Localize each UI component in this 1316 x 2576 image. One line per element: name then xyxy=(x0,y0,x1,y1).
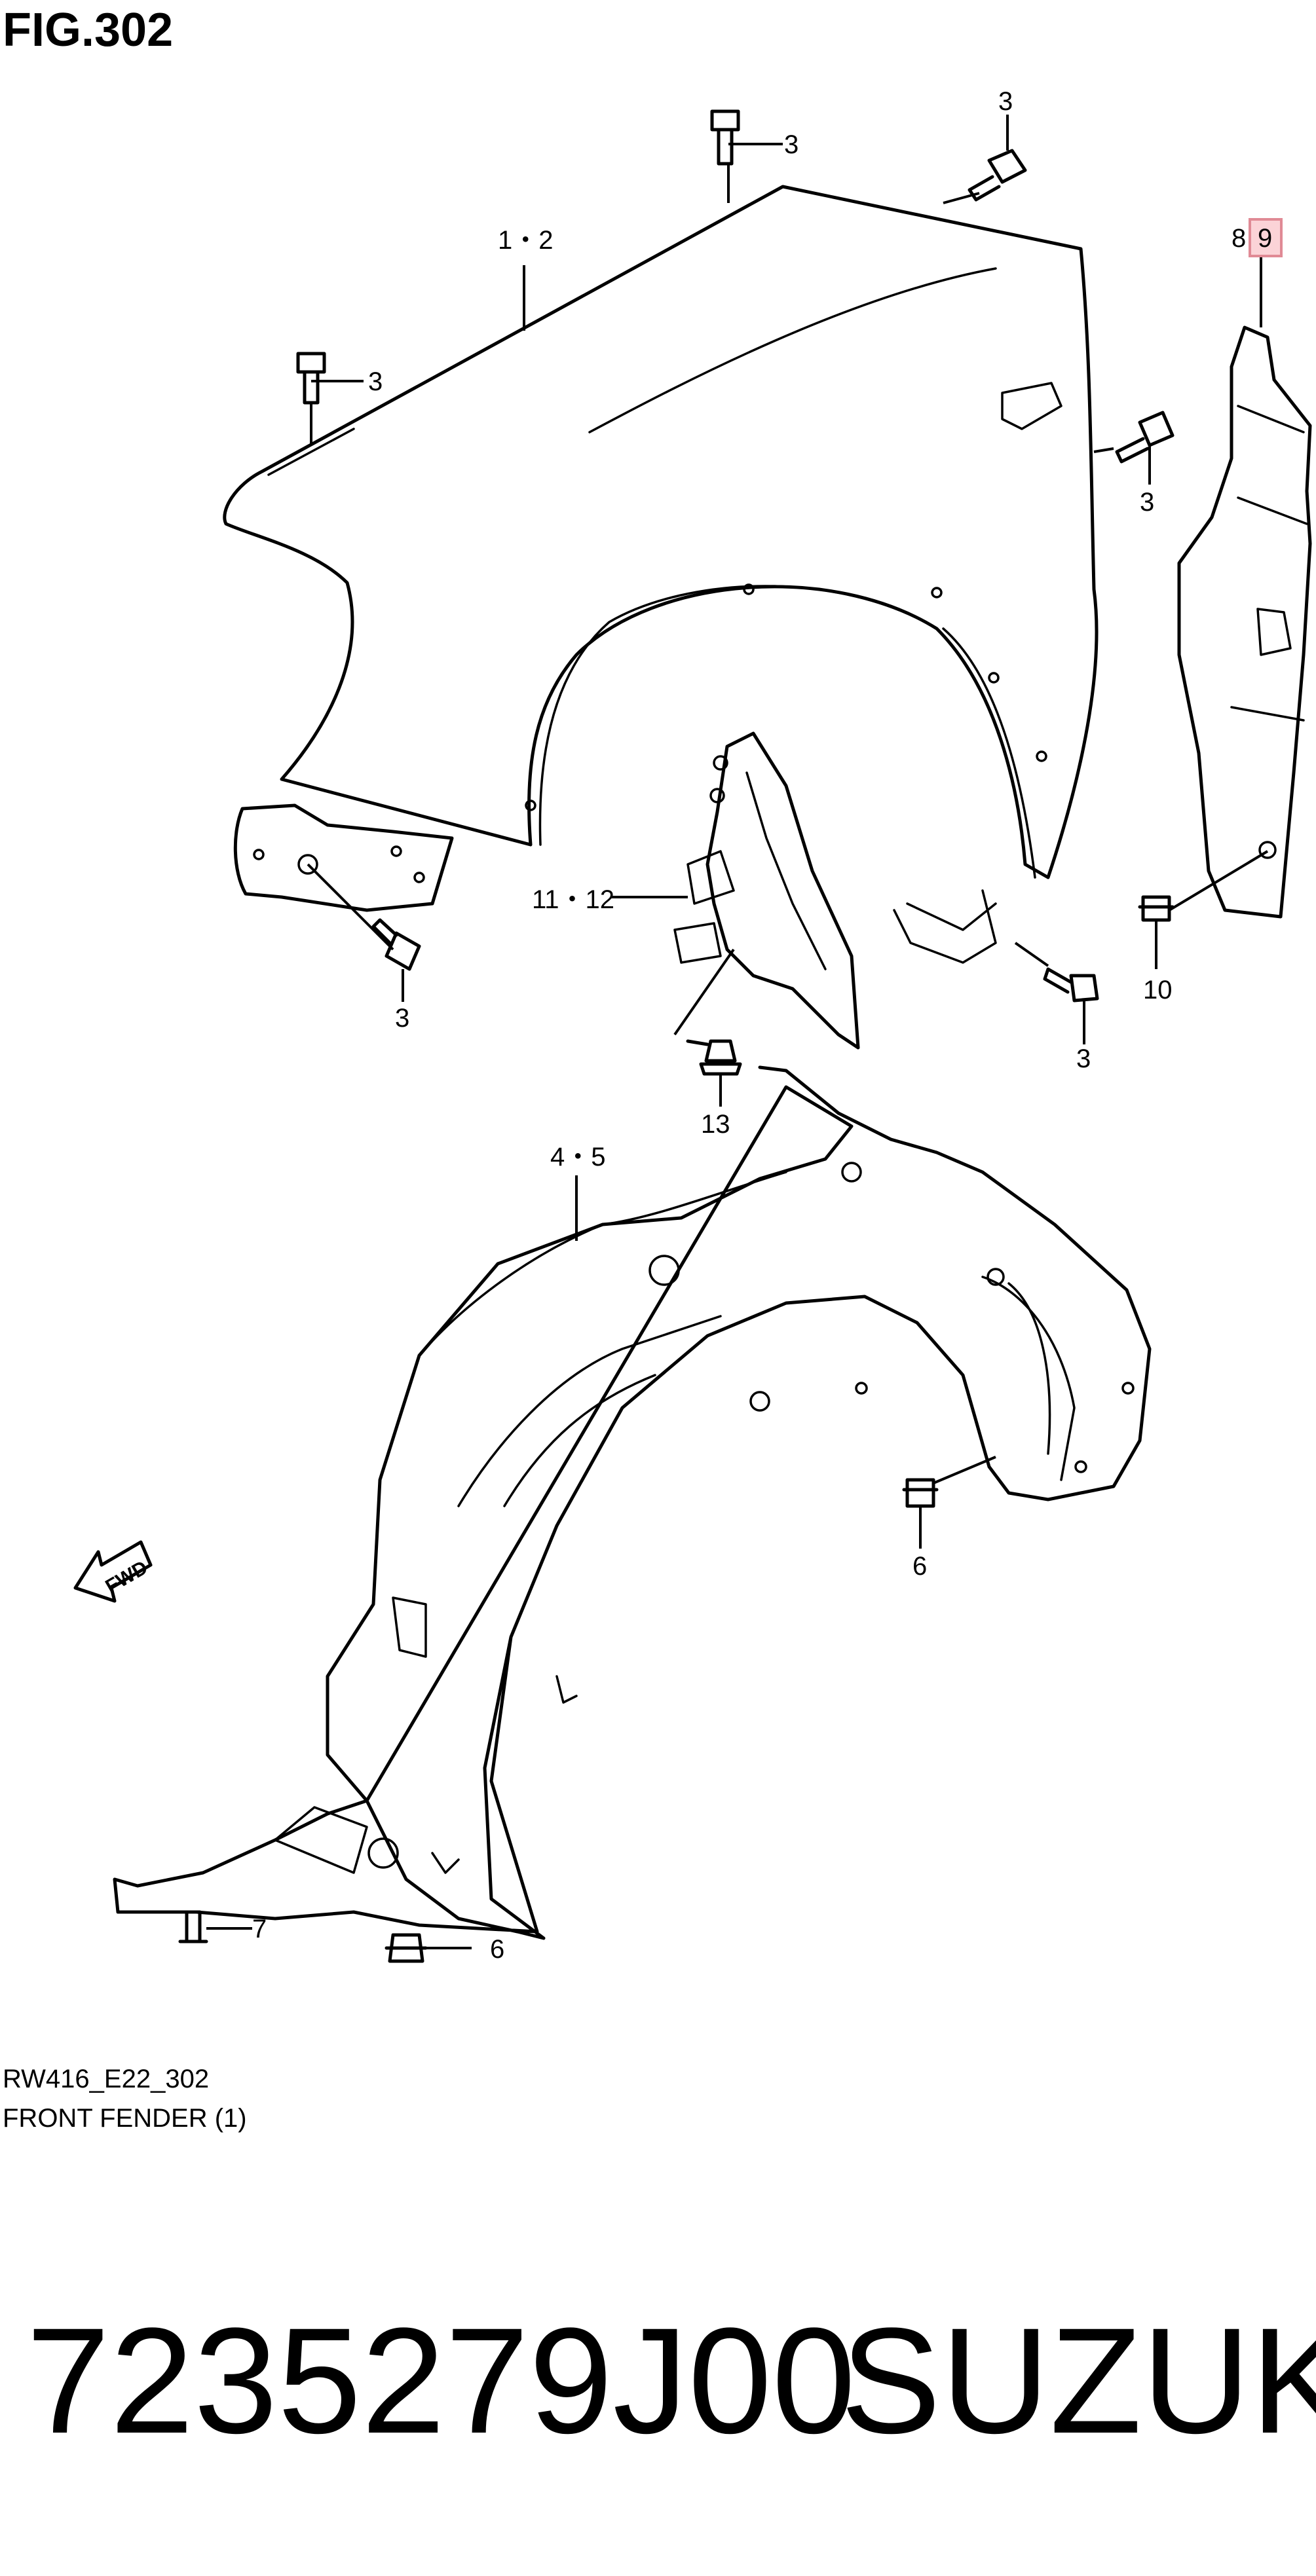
screw-icon xyxy=(178,1910,208,1943)
front-fender-liner xyxy=(113,1065,1152,1940)
callout-bolt-right: 3 xyxy=(1140,488,1154,517)
callout-bolt-lower-right: 3 xyxy=(1076,1044,1091,1073)
callout-liner: 4・5 xyxy=(550,1143,606,1171)
bolt-icon xyxy=(296,352,326,405)
figure-title: FIG.302 xyxy=(3,4,173,56)
callout-seal-9-highlight xyxy=(1249,218,1283,257)
bolt-icon xyxy=(371,918,421,971)
screw-icon xyxy=(385,1933,428,1963)
callout-screw-6-lower: 6 xyxy=(490,1935,504,1964)
fender-seal xyxy=(1177,325,1312,919)
bolt-icon xyxy=(710,109,740,166)
bolt-icon xyxy=(1043,967,1099,1003)
callout-bolt-left: 3 xyxy=(368,367,383,396)
callout-bolt-top-center: 3 xyxy=(784,130,799,159)
fender-bracket xyxy=(673,731,860,1050)
callout-seal-8: 8 xyxy=(1231,224,1246,253)
callout-bolt-lower-left: 3 xyxy=(395,1004,409,1033)
forward-arrow-icon: FWD xyxy=(73,1540,153,1603)
fwd-label: FWD xyxy=(102,1556,151,1598)
screw-icon xyxy=(902,1478,939,1508)
callout-seal-9: 9 xyxy=(1258,224,1272,253)
figure-code: RW416_E22_302 xyxy=(3,2065,209,2093)
callout-fender: 1・2 xyxy=(498,226,554,255)
part-number: 7235279J00 xyxy=(26,2296,855,2465)
callout-clip-13: 13 xyxy=(701,1110,730,1139)
screw-icon xyxy=(1138,895,1175,922)
callout-screw-10: 10 xyxy=(1143,976,1173,1004)
figure-caption: FRONT FENDER (1) xyxy=(3,2104,247,2133)
callout-screw-7: 7 xyxy=(252,1915,267,1943)
callout-bracket: 11・12 xyxy=(532,885,614,914)
bolt-icon xyxy=(1115,411,1175,464)
callout-bolt-top-right: 3 xyxy=(998,87,1013,116)
clip-icon xyxy=(686,1039,742,1076)
front-fender-panel xyxy=(223,185,1099,964)
brand-name: SUZUKI xyxy=(840,2296,1316,2465)
callout-screw-6-upper: 6 xyxy=(912,1552,927,1581)
fender-lower-bracket xyxy=(233,803,454,912)
